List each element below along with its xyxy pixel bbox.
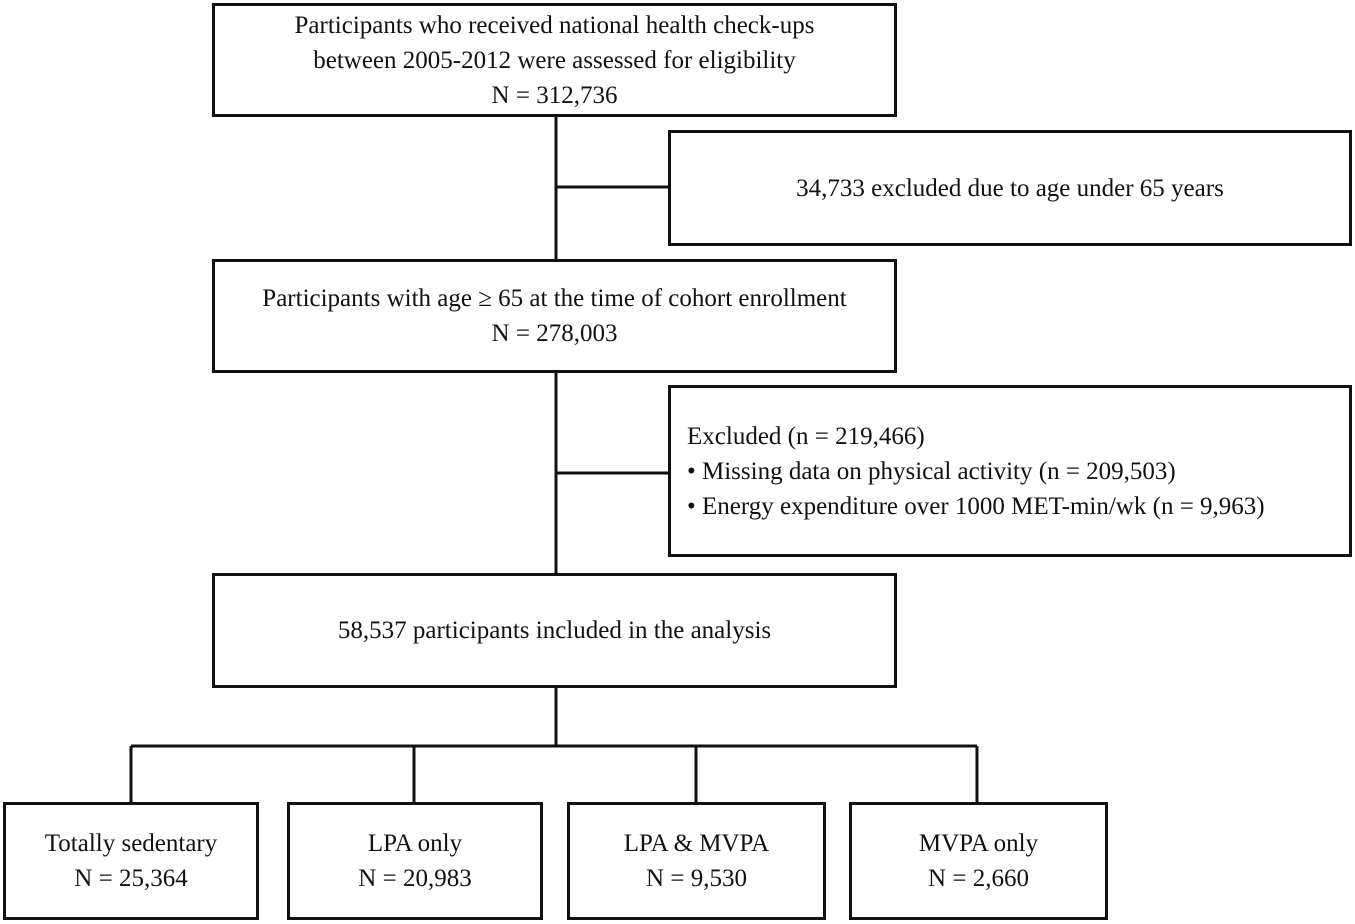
included-text: 58,537 participants included in the anal… — [337, 617, 772, 644]
group-count: N = 9,530 — [646, 865, 747, 892]
age-eligible-line-1: Participants with age ≥ 65 at the time o… — [262, 285, 847, 312]
group-box-mvpa-only: MVPA only N = 2,660 — [849, 802, 1108, 920]
excluded-other-item-missing: • Missing data on physical activity (n =… — [687, 457, 1176, 485]
group-box-lpa-only: LPA only N = 20,983 — [287, 802, 543, 920]
group-count: N = 20,983 — [358, 865, 472, 892]
group-label: LPA only — [367, 830, 463, 857]
assessed-line-2: between 2005-2012 were assessed for elig… — [313, 46, 796, 74]
excluded-other-box: Excluded (n = 219,466) • Missing data on… — [668, 385, 1352, 557]
assessed-box: Participants who received national healt… — [212, 3, 897, 117]
assessed-line-1: Participants who received national healt… — [294, 11, 815, 39]
group-label: Totally sedentary — [44, 830, 218, 857]
excluded-other-item-energy: • Energy expenditure over 1000 MET-min/w… — [687, 492, 1265, 520]
group-count: N = 25,364 — [74, 865, 188, 892]
excluded-age-box: 34,733 excluded due to age under 65 year… — [668, 130, 1352, 246]
included-box: 58,537 participants included in the anal… — [212, 573, 897, 688]
excluded-other-title: Excluded (n = 219,466) — [687, 422, 925, 450]
group-box-totally-sedentary: Totally sedentary N = 25,364 — [3, 802, 259, 920]
assessed-count: N = 312,736 — [491, 81, 618, 109]
age-eligible-box: Participants with age ≥ 65 at the time o… — [212, 259, 897, 373]
excluded-age-text: 34,733 excluded due to age under 65 year… — [796, 174, 1224, 202]
group-label: LPA & MVPA — [623, 830, 770, 857]
group-label: MVPA only — [918, 830, 1039, 857]
age-eligible-count: N = 278,003 — [491, 320, 618, 347]
group-box-lpa-mvpa: LPA & MVPA N = 9,530 — [567, 802, 826, 920]
group-count: N = 2,660 — [928, 865, 1029, 892]
